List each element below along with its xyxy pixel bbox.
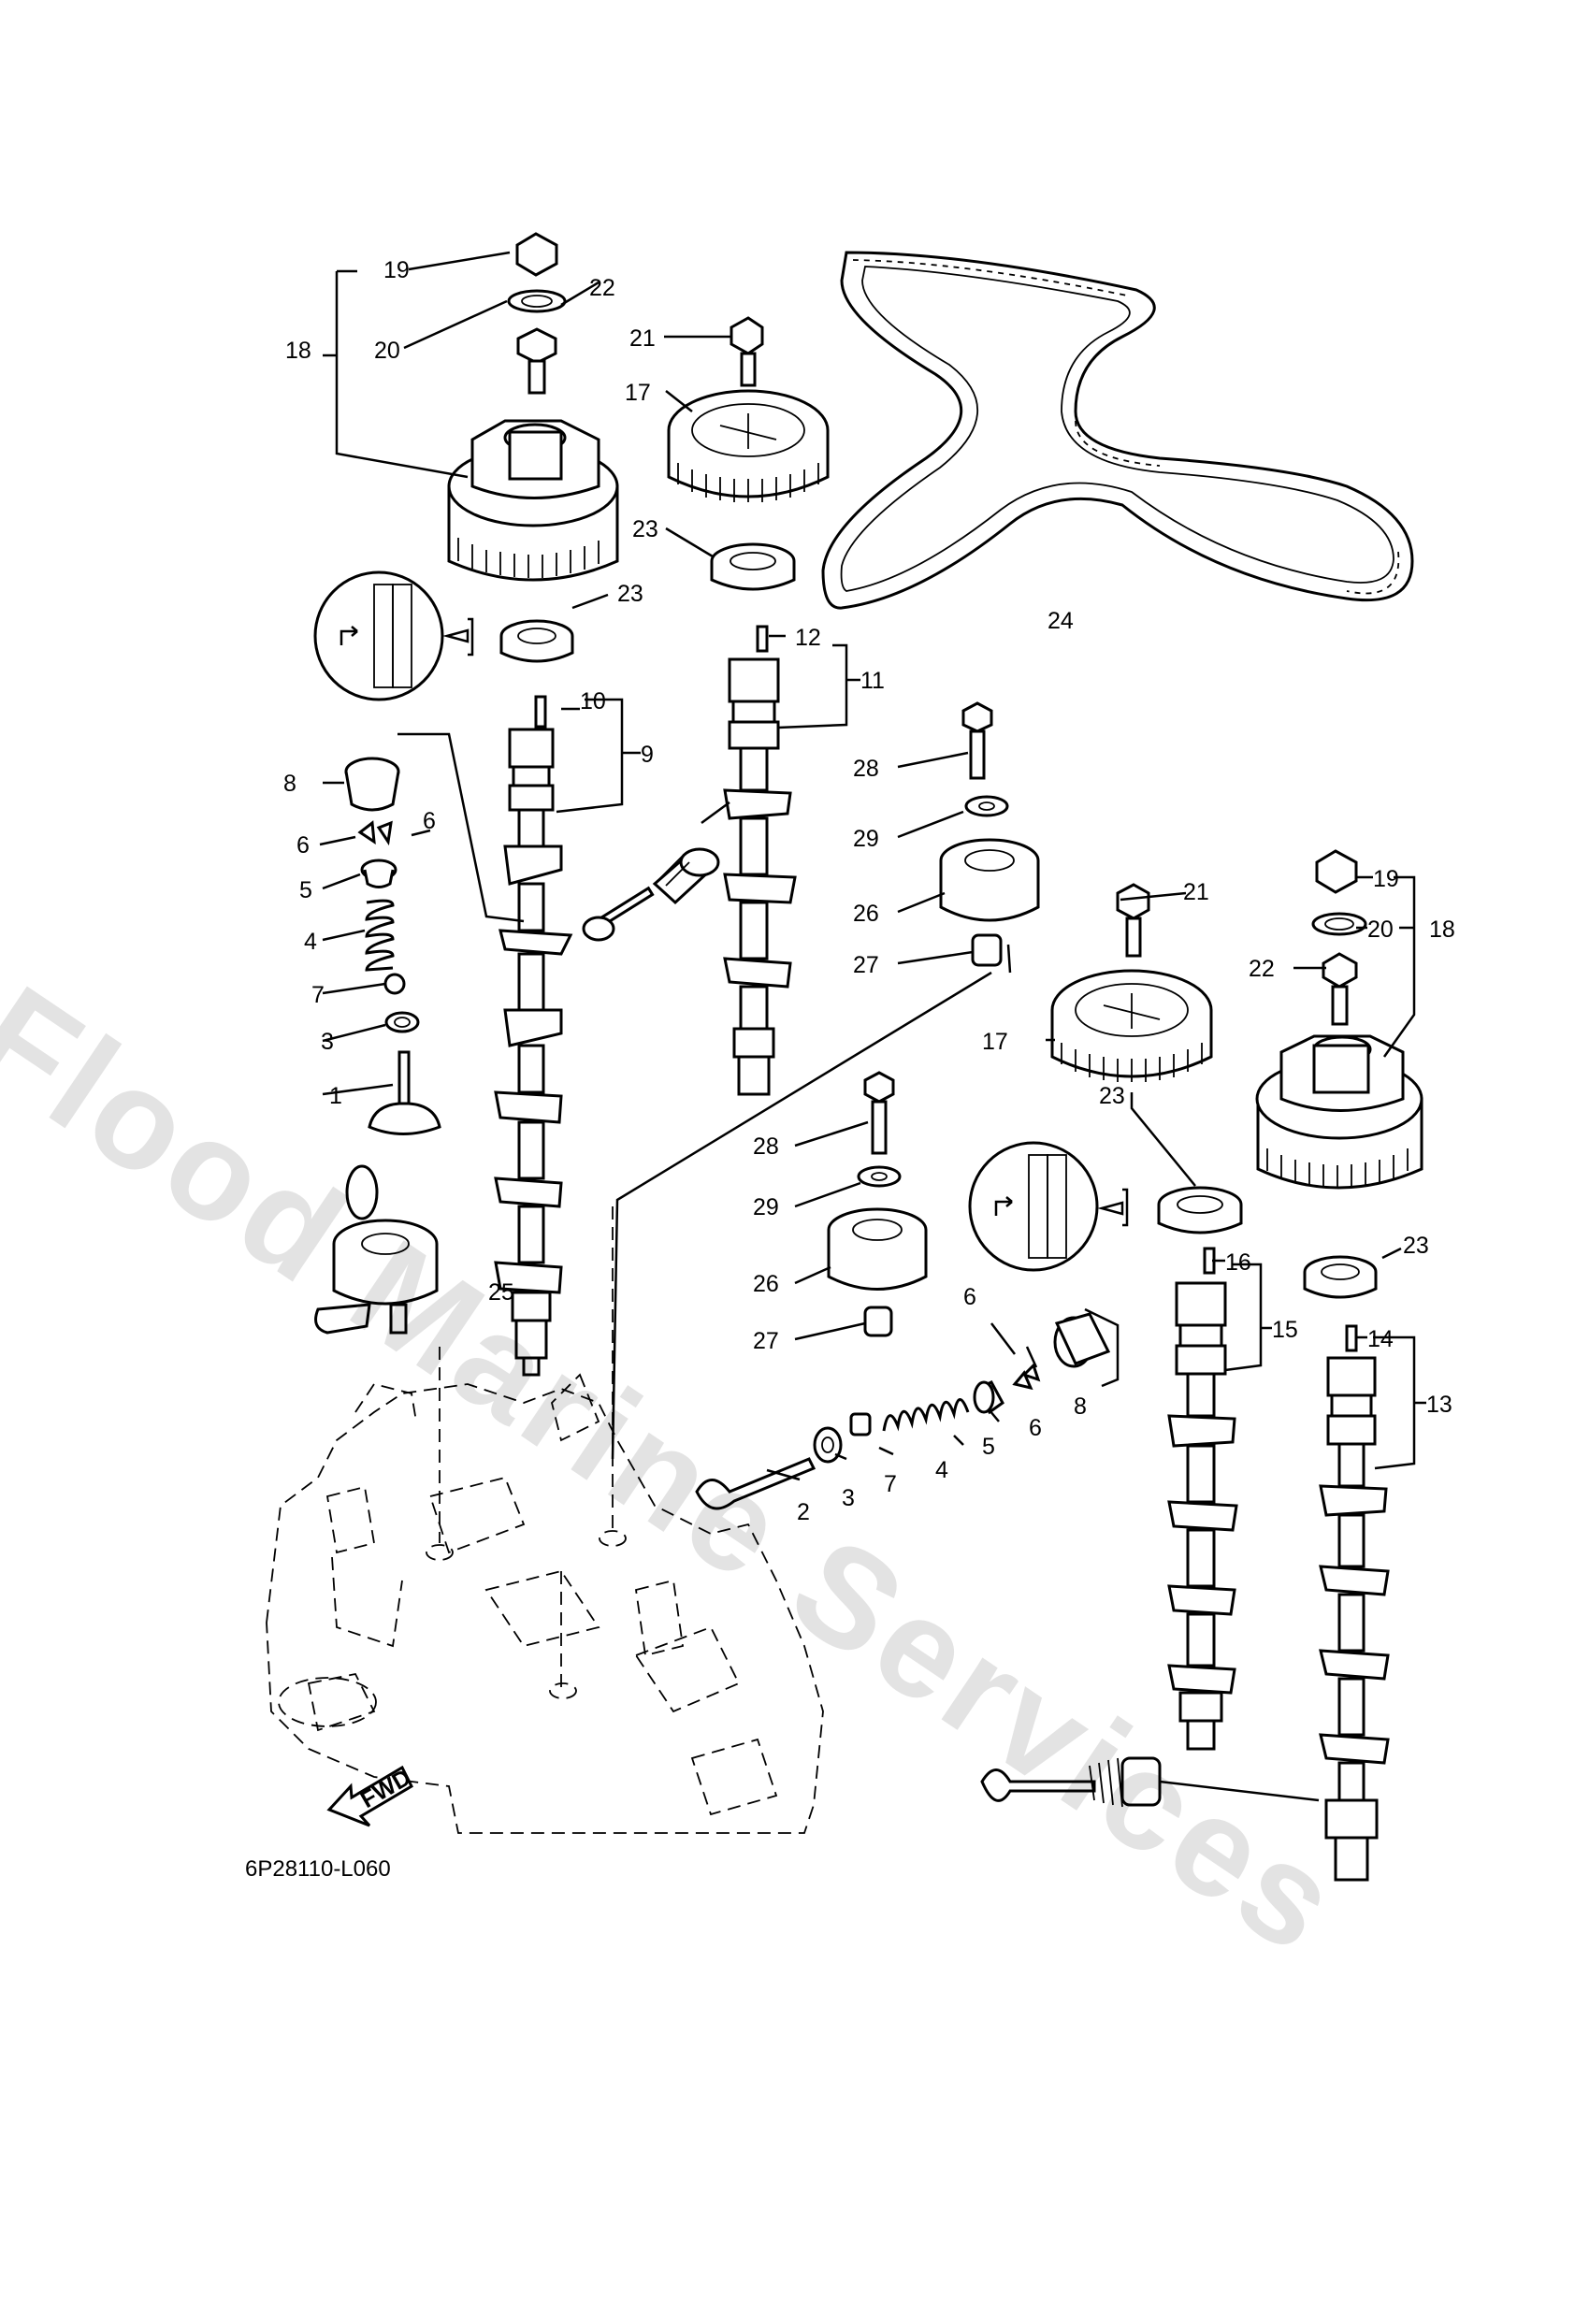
callout-28-lower: 28 [753, 1133, 779, 1160]
valve-parts-left [344, 757, 441, 1135]
callout-18-left: 18 [285, 338, 311, 364]
callout-20-left: 20 [374, 338, 400, 364]
callout-23-right-b: 23 [1403, 1233, 1429, 1259]
callout-14: 14 [1367, 1326, 1394, 1352]
callout-4-left: 4 [304, 929, 317, 955]
callout-7-left: 7 [311, 982, 325, 1008]
idler-lower [827, 1071, 928, 1337]
camshaft-left [494, 695, 573, 1377]
callout-6-right-b: 6 [1029, 1415, 1042, 1441]
callout-11: 11 [860, 668, 885, 694]
callout-labels: 19 18 20 22 21 17 23 23 24 12 11 10 9 8 … [283, 257, 1455, 1525]
callout-8-left: 8 [283, 771, 296, 797]
callout-29-upper: 29 [853, 826, 879, 852]
idler-upper [939, 701, 1040, 967]
callout-21-lower: 21 [1183, 879, 1209, 905]
callout-27-lower: 27 [753, 1328, 779, 1354]
seal-detail-circle-left [313, 570, 474, 701]
callout-26-lower: 26 [753, 1271, 779, 1297]
timing-belt [821, 251, 1414, 610]
belt-tensioner [314, 1164, 439, 1335]
valve-parts-right [695, 1312, 1111, 1510]
callout-8-right: 8 [1074, 1393, 1087, 1420]
callout-24: 24 [1048, 608, 1074, 634]
leader-lines-right [766, 875, 1426, 1481]
callout-22-left: 22 [589, 275, 615, 301]
callout-19-left: 19 [383, 257, 410, 283]
callout-23-left: 23 [617, 581, 643, 607]
vct-pulley-left [447, 232, 619, 582]
leader-lines-left [319, 251, 641, 1096]
callout-12: 12 [795, 625, 821, 651]
callout-20-right: 20 [1367, 917, 1394, 943]
callout-29-lower: 29 [753, 1194, 779, 1220]
fwd-label: FWD [356, 1764, 415, 1813]
callout-18-right: 18 [1429, 917, 1455, 943]
vct-pulley-right [1255, 849, 1423, 1190]
callout-3-left: 3 [321, 1029, 334, 1055]
callout-7-right: 7 [884, 1471, 897, 1497]
callout-10: 10 [580, 688, 606, 715]
callout-23-upper: 23 [632, 516, 658, 542]
valve-assembly-bottom-right [980, 1756, 1320, 1808]
cylinder-head-block [266, 1206, 824, 1834]
callout-9: 9 [641, 742, 654, 768]
camshaft-right-13 [1319, 1324, 1390, 1882]
leader-lines-middle [664, 335, 1012, 974]
leader-lines-idlers [611, 751, 992, 1460]
cam-sprocket-upper [667, 316, 830, 502]
callout-16: 16 [1225, 1249, 1251, 1276]
oil-seal-left [499, 619, 574, 663]
callout-19-right: 19 [1373, 866, 1399, 892]
callout-28-upper: 28 [853, 756, 879, 782]
callout-21-upper: 21 [629, 325, 656, 352]
oil-seal-right-a [1157, 1186, 1243, 1234]
callout-5-left: 5 [299, 877, 312, 903]
callout-23-right-a: 23 [1099, 1083, 1125, 1109]
callout-26-upper: 26 [853, 901, 879, 927]
callout-22-right: 22 [1249, 956, 1275, 982]
oil-seal-upper-middle [710, 542, 796, 591]
callout-17-lower: 17 [982, 1029, 1008, 1055]
camshaft-middle [723, 625, 797, 1096]
callout-2: 2 [797, 1499, 810, 1525]
callout-5-right: 5 [982, 1434, 995, 1460]
valve-assembly-middle [582, 847, 720, 942]
callout-15: 15 [1272, 1317, 1298, 1343]
callout-6-right-a: 6 [963, 1284, 976, 1310]
callout-17-upper: 17 [625, 380, 651, 406]
callout-25: 25 [488, 1279, 514, 1306]
camshaft-right-15 [1167, 1247, 1238, 1751]
callout-6-left-b: 6 [423, 808, 436, 834]
callout-4-right: 4 [935, 1457, 948, 1483]
diagram-code: 6P28110-L060 [245, 1856, 391, 1882]
fwd-arrow: FWD [326, 1764, 415, 1827]
seal-detail-circle-right [968, 1141, 1129, 1272]
callout-27-upper: 27 [853, 952, 879, 978]
callout-6-left-a: 6 [296, 832, 310, 859]
cam-sprocket-lower [1050, 883, 1213, 1082]
callout-13: 13 [1426, 1392, 1452, 1418]
callout-1: 1 [329, 1083, 342, 1109]
oil-seal-right-b [1303, 1255, 1378, 1299]
callout-3-right: 3 [842, 1485, 855, 1511]
